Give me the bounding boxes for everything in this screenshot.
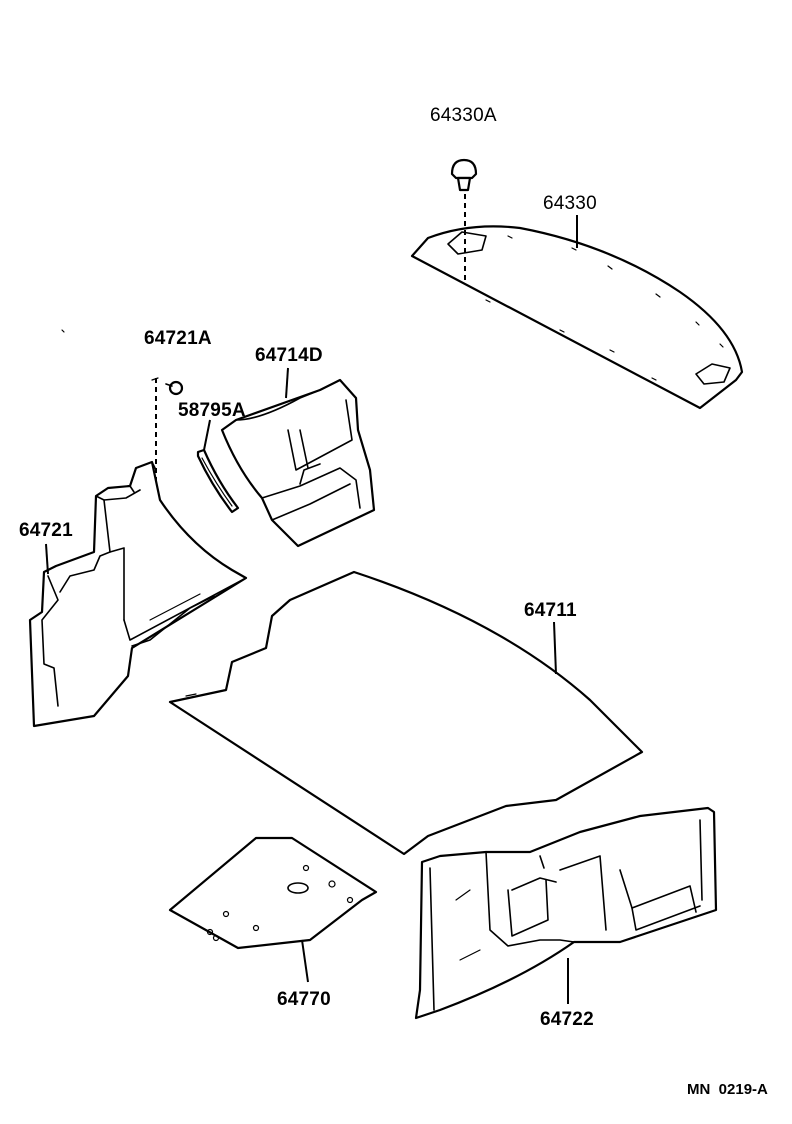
label-58795a: 58795A <box>178 400 246 421</box>
floor-mat-64711 <box>168 570 644 856</box>
side-trim-panel-64714d <box>220 378 376 548</box>
speck <box>61 329 65 333</box>
label-64721a: 64721A <box>144 328 212 349</box>
clip-64330a <box>450 158 478 280</box>
label-64721: 64721 <box>19 520 73 541</box>
label-64770: 64770 <box>277 989 331 1010</box>
label-64714d: 64714D <box>255 345 323 366</box>
weatherstrip-58795a <box>196 448 240 514</box>
label-64330: 64330 <box>543 193 597 214</box>
diagram-code: MN 0219-A <box>687 1081 768 1098</box>
label-64722: 64722 <box>540 1009 594 1030</box>
leader-lines <box>45 215 578 1004</box>
clip-64721a <box>151 377 184 492</box>
label-64330a: 64330A <box>430 105 497 126</box>
label-64711: 64711 <box>524 600 577 621</box>
package-tray-trim <box>410 225 744 410</box>
trim-board-64770 <box>168 836 378 950</box>
right-quarter-trim-64722 <box>414 806 718 1020</box>
left-quarter-trim-64721 <box>28 460 248 728</box>
